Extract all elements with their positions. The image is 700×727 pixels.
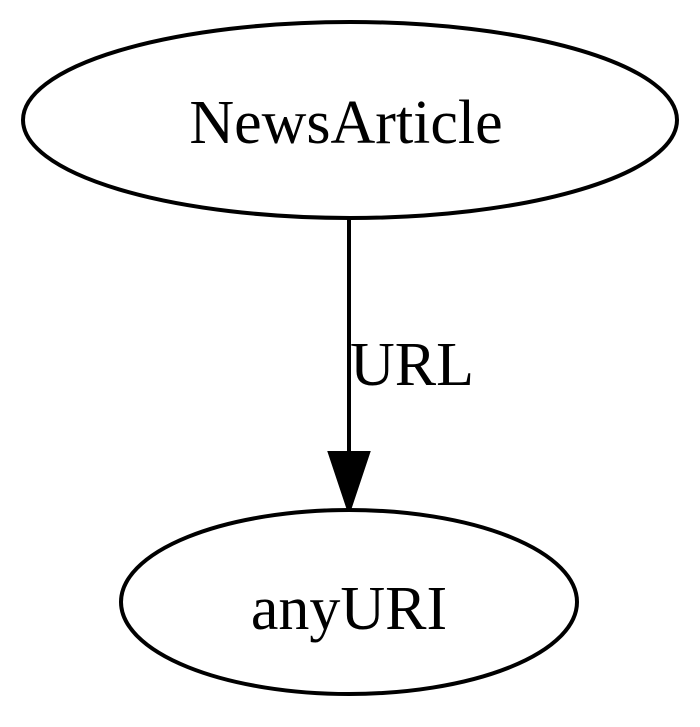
edge-url-label: URL	[350, 331, 474, 399]
node-anyuri-shape	[119, 508, 579, 696]
node-newsarticle: NewsArticle	[21, 20, 679, 220]
edge-url: URL	[327, 218, 474, 517]
node-anyuri-label: anyURI	[251, 575, 447, 643]
node-newsarticle-label: NewsArticle	[189, 89, 502, 157]
edge-url-arrowhead	[327, 451, 371, 517]
node-anyuri: anyURI	[119, 508, 579, 696]
